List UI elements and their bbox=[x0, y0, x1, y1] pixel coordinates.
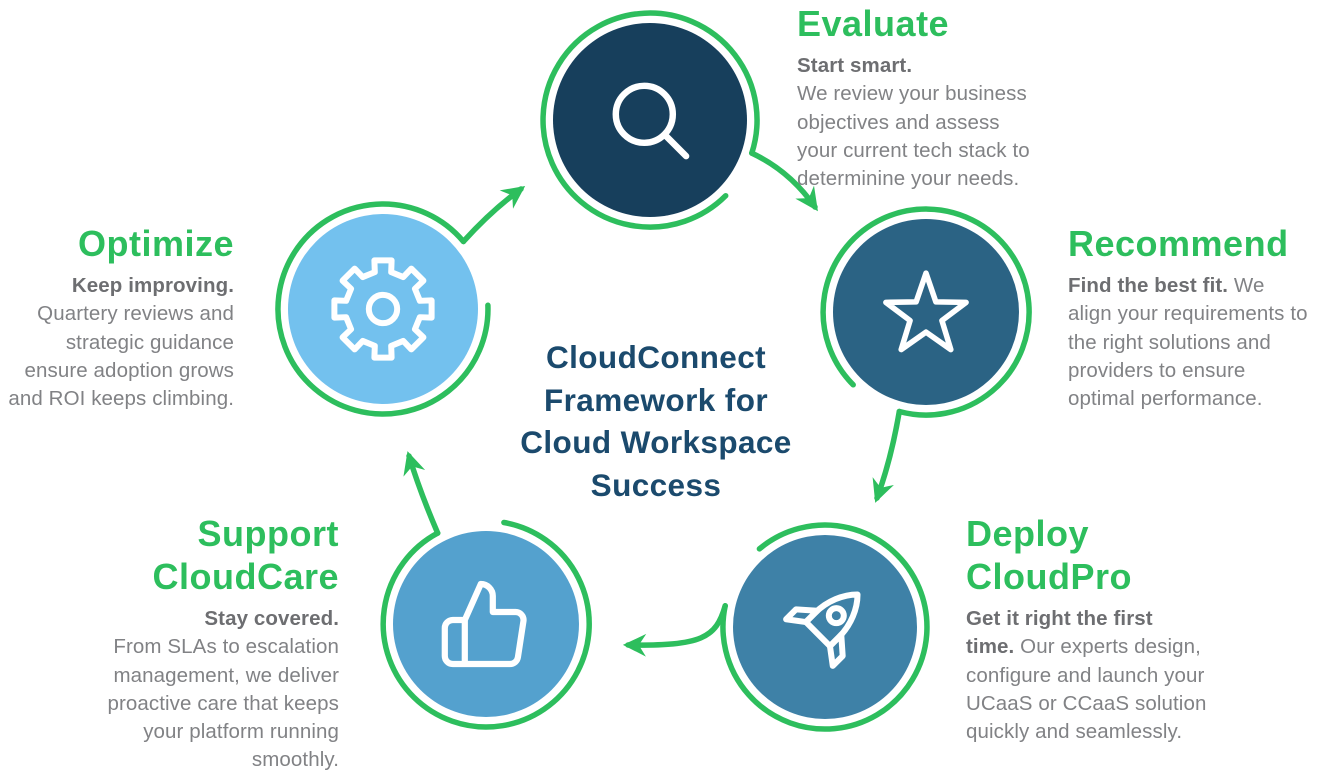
arrow-optimize-to-evaluate bbox=[460, 185, 526, 245]
optimize-circle bbox=[288, 214, 478, 404]
recommend-lead: Find the best fit. bbox=[1068, 274, 1229, 297]
optimize-text-block: Optimize Keep improving. Quartery review… bbox=[0, 222, 234, 413]
deploy-circle bbox=[733, 535, 917, 719]
support-description: Stay covered. From SLAs to escalation ma… bbox=[27, 605, 339, 774]
deploy-lead: Get it right the first time. bbox=[966, 607, 1153, 659]
evaluate-body: We review your business objectives and a… bbox=[797, 82, 1030, 191]
deploy-description: Get it right the first time. Our experts… bbox=[966, 605, 1286, 746]
recommend-heading: Recommend bbox=[1068, 223, 1289, 264]
recommend-text-block: Recommend Find the best fit. We align yo… bbox=[1068, 222, 1318, 413]
support-heading: Support CloudCare bbox=[152, 513, 339, 597]
support-lead: Stay covered. bbox=[204, 607, 339, 630]
evaluate-description: Start smart. We review your business obj… bbox=[797, 52, 1097, 193]
recommend-circle bbox=[833, 219, 1019, 405]
support-body: From SLAs to escalation management, we d… bbox=[107, 635, 339, 772]
optimize-body: Quartery reviews and strategic guidance … bbox=[8, 302, 234, 411]
evaluate-lead: Start smart. bbox=[797, 54, 913, 77]
diagram-title: CloudConnect Framework for Cloud Workspa… bbox=[520, 339, 792, 503]
deploy-body: Our experts design, configure and launch… bbox=[966, 635, 1207, 744]
evaluate-ring bbox=[540, 10, 760, 230]
evaluate-heading: Evaluate bbox=[797, 3, 950, 44]
deploy-text-block: Deploy CloudPro Get it right the first t… bbox=[966, 512, 1286, 746]
evaluate-circle bbox=[553, 23, 747, 217]
arrow-support-to-optimize bbox=[403, 451, 441, 536]
star-icon bbox=[883, 270, 969, 353]
arrow-evaluate-to-recommend bbox=[749, 150, 818, 212]
thumbs-up-icon bbox=[441, 580, 527, 668]
gear-icon bbox=[331, 257, 435, 361]
support-circle bbox=[393, 531, 579, 717]
arrow-recommend-to-deploy bbox=[872, 408, 903, 503]
deploy-heading: Deploy CloudPro bbox=[966, 513, 1132, 597]
optimize-heading: Optimize bbox=[77, 223, 234, 264]
optimize-ring bbox=[275, 201, 491, 417]
optimize-description: Keep improving. Quartery reviews and str… bbox=[0, 272, 234, 413]
magnifier-icon bbox=[612, 82, 690, 160]
support-ring bbox=[380, 519, 592, 730]
deploy-ring bbox=[720, 522, 930, 732]
optimize-lead: Keep improving. bbox=[71, 274, 234, 297]
recommend-ring bbox=[820, 206, 1032, 418]
recommend-description: Find the best fit. We align your require… bbox=[1068, 272, 1318, 413]
recommend-body: We align your requirements to the right … bbox=[1068, 274, 1308, 411]
rocket-icon bbox=[783, 591, 861, 669]
arrow-deploy-to-support bbox=[622, 603, 728, 657]
support-text-block: Support CloudCare Stay covered. From SLA… bbox=[27, 512, 339, 774]
evaluate-text-block: Evaluate Start smart. We review your bus… bbox=[797, 2, 1097, 193]
